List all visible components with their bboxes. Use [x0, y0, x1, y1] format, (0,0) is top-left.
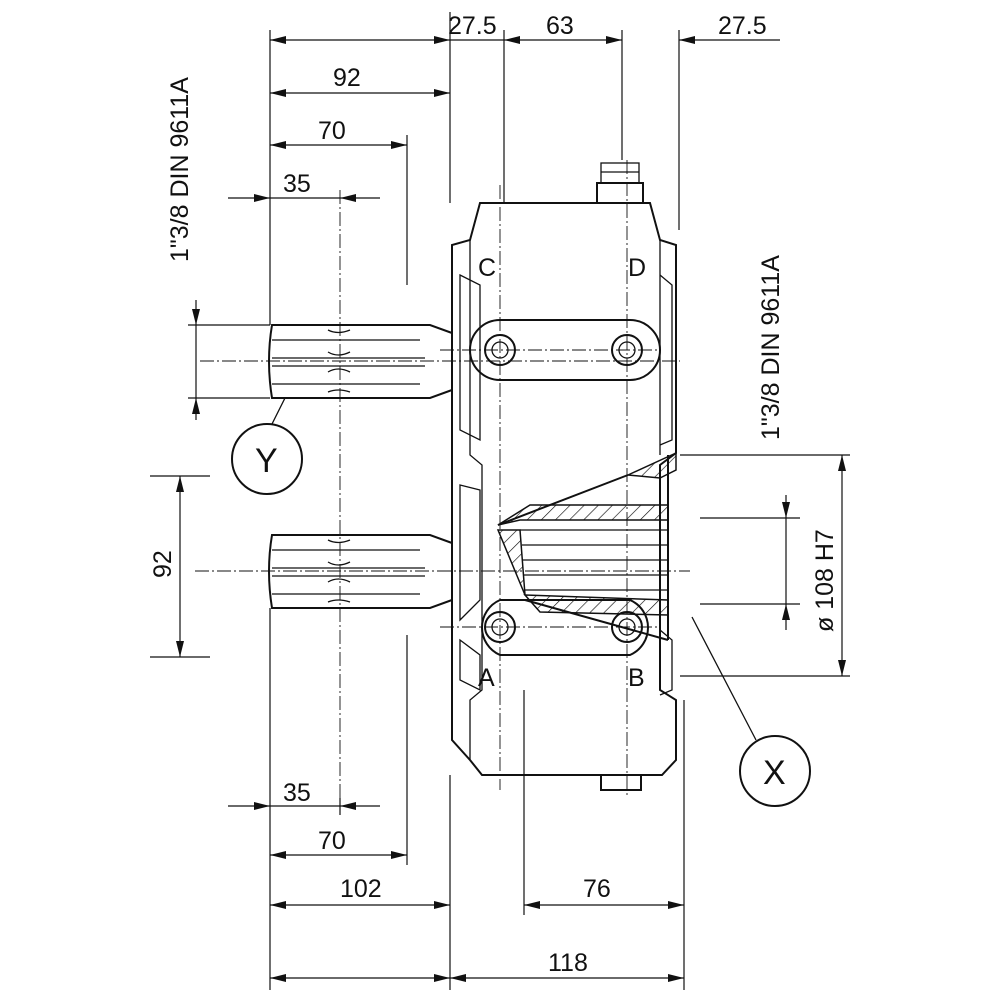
dim-35-bottom: 35: [283, 779, 311, 807]
port-labels: C D A B: [478, 254, 646, 692]
port-label-d: D: [628, 254, 646, 282]
port-label-a: A: [478, 664, 495, 692]
dimension-lines: [176, 36, 846, 982]
dim-35-top: 35: [283, 170, 311, 198]
extension-lines: [150, 12, 850, 990]
dim-27-5-left: 27.5: [448, 12, 497, 40]
vent-plug: [600, 162, 640, 184]
dim-118: 118: [548, 949, 588, 977]
port-label-b: B: [628, 664, 645, 692]
dim-27-5-right: 27.5: [718, 12, 767, 40]
detail-callout-y: Y: [231, 397, 303, 495]
input-shaft-upper: [268, 324, 453, 399]
detail-label-y: Y: [255, 442, 278, 480]
detail-label-x: X: [763, 754, 786, 792]
lower-section-view: [480, 451, 677, 656]
shaft-spec-right: 1"3/8 DIN 9611A: [757, 255, 785, 440]
dim-92-left: 92: [149, 550, 177, 578]
drain-plug: [600, 774, 642, 791]
upper-cover-plate: [469, 319, 661, 381]
port-label-c: C: [478, 254, 496, 282]
center-lines: [195, 160, 690, 800]
dim-bore: ø 108 H7: [811, 529, 839, 632]
shaft-spec-left: 1"3/8 DIN 9611A: [166, 77, 194, 262]
dim-63: 63: [546, 12, 574, 40]
dimension-labels: 27.5 63 27.5 92 70 35 35 70 102 76 118 9…: [149, 12, 839, 977]
top-boss: [596, 182, 644, 204]
dim-102: 102: [340, 875, 382, 903]
dim-70-top: 70: [318, 117, 346, 145]
gearbox-housing: [451, 162, 677, 791]
dim-76: 76: [583, 875, 611, 903]
dim-70-bottom: 70: [318, 827, 346, 855]
dim-92-top: 92: [333, 64, 361, 92]
input-shaft-lower: [268, 534, 453, 609]
detail-callout-x: X: [691, 616, 811, 807]
